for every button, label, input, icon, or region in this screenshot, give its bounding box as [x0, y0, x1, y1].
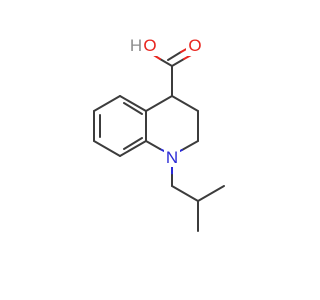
nitrogen-label-background — [164, 147, 180, 167]
bond-ch2-ch — [171, 185, 199, 202]
bond-aromatic-inner — [123, 137, 143, 150]
nitrogen-label-text: N — [166, 148, 178, 167]
hydroxyl-o-label: O — [143, 36, 156, 55]
bond-aromatic — [93, 140, 121, 157]
bond-aromatic-inner — [123, 102, 143, 115]
carbonyl-oxygen-label-text: O — [188, 36, 201, 55]
bond-aromatic — [119, 140, 147, 157]
bond-ring — [145, 140, 161, 150]
isobutyl-group — [171, 165, 225, 232]
bond-aromatic — [93, 95, 121, 112]
piperidine-ring — [145, 95, 199, 153]
bond-c-oh — [159, 58, 173, 67]
bond-ring — [181, 140, 199, 151]
bond-c-o-double — [171, 58, 185, 67]
hydroxyl-label-background — [127, 34, 161, 56]
carbonyl-oxygen-background — [186, 36, 202, 56]
molecule-structure-diagram: H O O N — [93, 34, 225, 232]
carbonyl-oxygen-label: O — [186, 36, 202, 56]
benzene-ring — [93, 95, 147, 157]
bond-ring — [171, 95, 199, 112]
bond-aromatic — [119, 95, 147, 112]
hydroxyl-h-label: H — [130, 36, 142, 55]
bond-ch-ch3 — [197, 185, 225, 202]
hydroxyl-label: H O — [127, 34, 161, 56]
bond-c-o-double — [167, 51, 182, 61]
nitrogen-label: N — [164, 147, 180, 167]
bond-ring — [145, 95, 173, 112]
